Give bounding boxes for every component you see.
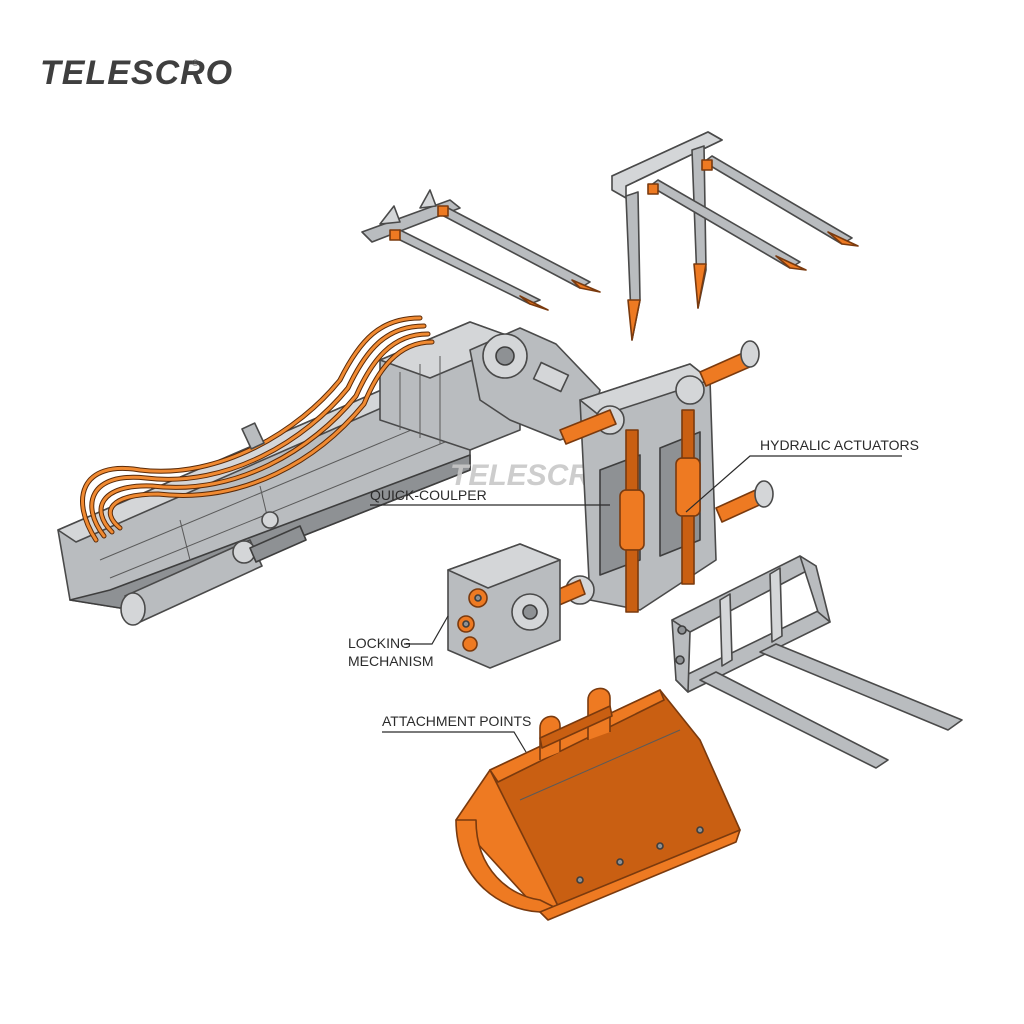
label-attachment-points: ATTACHMENT POINTS (382, 713, 531, 729)
hydraulic-actuators (619, 409, 701, 613)
label-locking-line1: LOCKING (348, 635, 411, 651)
bucket (455, 687, 741, 921)
pallet-forks (671, 555, 963, 769)
callout-quick-coupler: QUICK-COULPER (370, 487, 610, 506)
quick-coupler-frame (544, 340, 774, 613)
callout-hydraulic-actuators: HYDRALIC ACTUATORS (685, 437, 919, 513)
callout-attachment-points: ATTACHMENT POINTS (382, 713, 531, 753)
registered-mark: ® (192, 58, 199, 68)
label-locking-line2: MECHANISM (348, 653, 434, 669)
bale-spear-large (611, 131, 859, 341)
locking-mechanism (447, 543, 561, 669)
telescopic-boom (57, 321, 601, 626)
label-quick-coupler: QUICK-COULPER (370, 487, 487, 503)
logo-text: TELESCRO (40, 54, 233, 92)
hydraulic-hoses (80, 315, 435, 543)
brand-logo: TELESCRO ® (40, 54, 233, 92)
callout-locking-mechanism: LOCKING MECHANISM (348, 615, 449, 669)
label-hydraulic-actuators: HYDRALIC ACTUATORS (760, 437, 919, 453)
bale-spear-small (361, 189, 601, 311)
